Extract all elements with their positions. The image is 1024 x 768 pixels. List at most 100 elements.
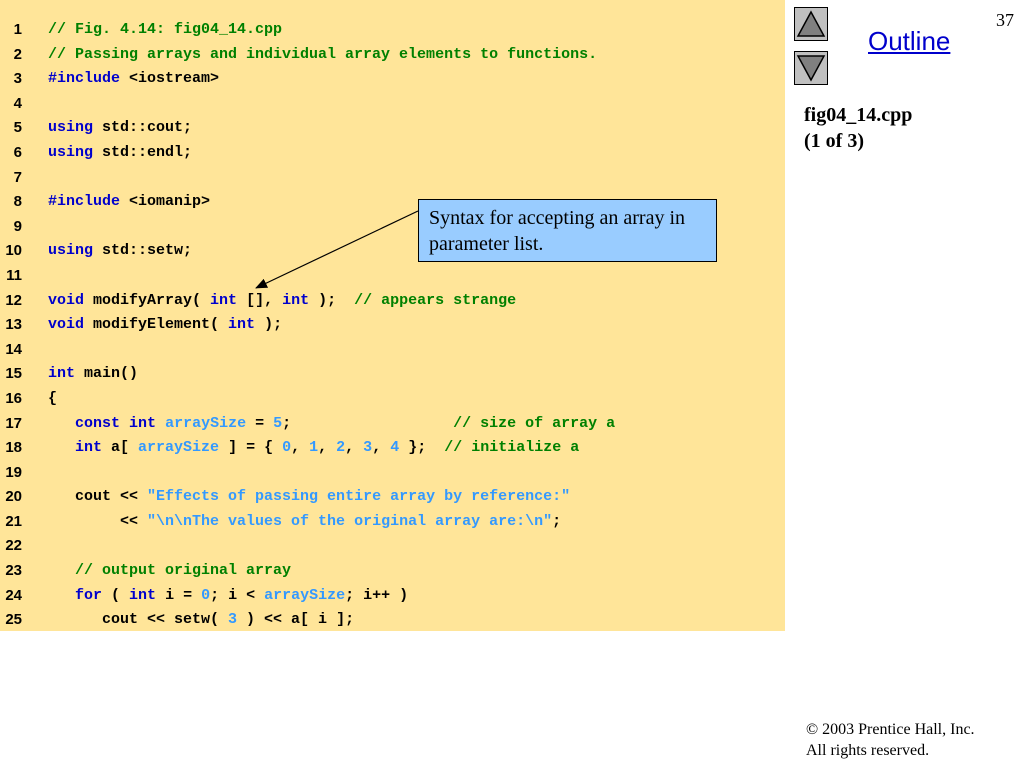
- code-token: <<: [48, 512, 148, 530]
- line-number: 17: [5, 414, 22, 432]
- number-token: 5: [273, 414, 283, 432]
- line-number: 11: [6, 266, 22, 284]
- identifier-token: arraySize: [138, 439, 220, 457]
- code-text: cout << "Effects of passing entire array…: [48, 485, 570, 510]
- keyword-token: using: [48, 119, 94, 137]
- keyword-token: using: [48, 143, 94, 161]
- line-number: 14: [5, 340, 22, 358]
- callout-box: Syntax for accepting an array in paramet…: [418, 199, 717, 262]
- line-number: 3: [13, 70, 22, 88]
- slide-number: 37: [996, 10, 1014, 30]
- comment-token: // size of array a: [453, 414, 616, 432]
- code-token: [48, 587, 75, 604]
- number-token: 1: [309, 439, 319, 457]
- previous-slide-button[interactable]: [794, 7, 828, 41]
- file-name: fig04_14.cpp: [804, 104, 913, 126]
- code-token: ] = {: [219, 439, 283, 457]
- code-token: main(): [75, 365, 139, 383]
- code-text: // Passing arrays and individual array e…: [48, 43, 597, 68]
- line-number: 21: [5, 512, 22, 530]
- code-text: // output original array: [48, 559, 291, 584]
- code-token: std::cout;: [93, 119, 193, 137]
- file-title-block: fig04_14.cpp (1 of 3): [804, 102, 912, 154]
- keyword-token: int: [228, 316, 256, 334]
- code-token: a[: [102, 439, 139, 457]
- code-text: #include <iostream>: [48, 67, 219, 92]
- code-token: );: [255, 316, 283, 334]
- comment-token: // appears strange: [354, 291, 517, 309]
- code-text: int a[ arraySize ] = { 0, 1, 2, 3, 4 }; …: [48, 436, 579, 461]
- keyword-token: void: [48, 316, 85, 334]
- line-number: 24: [5, 586, 22, 604]
- code-token: modifyArray(: [84, 291, 211, 309]
- line-number: 23: [5, 562, 22, 580]
- line-number: 8: [13, 193, 22, 211]
- code-token: ) << a[ i ];: [237, 611, 355, 629]
- code-token: ; i <: [210, 586, 265, 604]
- line-number: 12: [5, 291, 22, 309]
- line-number: 18: [5, 439, 22, 457]
- keyword-token: for: [75, 586, 103, 604]
- line-number: 16: [5, 389, 22, 407]
- line-number: 5: [13, 119, 22, 137]
- code-token: ;: [552, 512, 562, 530]
- number-token: 3: [228, 611, 238, 629]
- code-token: );: [309, 291, 355, 309]
- triangle-up-icon: [796, 10, 826, 37]
- code-token: <iostream>: [120, 70, 220, 88]
- line-number: 15: [5, 365, 22, 383]
- code-text: #include <iomanip>: [48, 190, 210, 215]
- triangle-down-icon: [796, 55, 826, 82]
- code-token: (: [102, 586, 130, 604]
- page-indicator: (1 of 3): [804, 130, 864, 152]
- code-text: const int arraySize = 5; // size of arra…: [48, 412, 615, 437]
- code-token: i =: [156, 586, 202, 604]
- code-token: <iomanip>: [120, 193, 211, 211]
- number-token: 0: [282, 439, 292, 457]
- code-text: using std::setw;: [48, 239, 192, 264]
- outline-link[interactable]: Outline: [868, 26, 951, 56]
- line-number: 6: [13, 143, 22, 161]
- code-token: ,: [318, 439, 337, 457]
- comment-token: // initialize a: [444, 439, 580, 457]
- code-text: using std::endl;: [48, 141, 192, 166]
- number-token: 0: [201, 586, 211, 604]
- line-number: 7: [13, 168, 22, 186]
- comment-token: // Fig. 4.14: fig04_14.cpp: [48, 21, 283, 38]
- next-slide-button[interactable]: [794, 51, 828, 85]
- keyword-token: int: [129, 586, 157, 604]
- code-token: [],: [237, 291, 283, 309]
- code-token: cout << setw(: [48, 611, 229, 629]
- code-text: int main(): [48, 362, 138, 387]
- keyword-token: int: [75, 439, 103, 457]
- code-text: cout << setw( 3 ) << a[ i ];: [48, 608, 354, 633]
- code-token: [120, 415, 129, 432]
- keyword-token: #include: [48, 70, 121, 88]
- code-token: std::endl;: [93, 143, 193, 161]
- line-number: 22: [5, 537, 22, 555]
- code-token: ;: [282, 414, 454, 432]
- comment-token: // output original array: [75, 562, 292, 580]
- identifier-token: arraySize: [165, 414, 247, 432]
- code-token: [48, 415, 75, 432]
- keyword-token: void: [48, 291, 85, 309]
- string-token: "Effects of passing entire array by refe…: [147, 488, 571, 506]
- number-token: 2: [336, 439, 346, 457]
- code-panel: 1 // Fig. 4.14: fig04_14.cpp 2 // Passing a…: [0, 0, 785, 631]
- code-text: {: [48, 387, 57, 412]
- line-number: 20: [5, 488, 22, 506]
- line-number: 9: [13, 217, 22, 235]
- code-token: cout <<: [48, 488, 148, 506]
- line-number: 25: [5, 611, 22, 629]
- copyright-notice: © 2003 Prentice Hall, Inc. All rights re…: [806, 719, 975, 761]
- code-token: };: [399, 439, 445, 457]
- code-token: {: [48, 389, 58, 407]
- code-token: [156, 415, 165, 432]
- code-token: ,: [372, 439, 391, 457]
- keyword-token: const: [75, 414, 121, 432]
- line-number: 2: [13, 45, 22, 63]
- code-token: [48, 439, 75, 456]
- line-number: 1: [13, 21, 22, 38]
- code-text: using std::cout;: [48, 116, 192, 141]
- comment-token: // Passing arrays and individual array e…: [48, 45, 598, 63]
